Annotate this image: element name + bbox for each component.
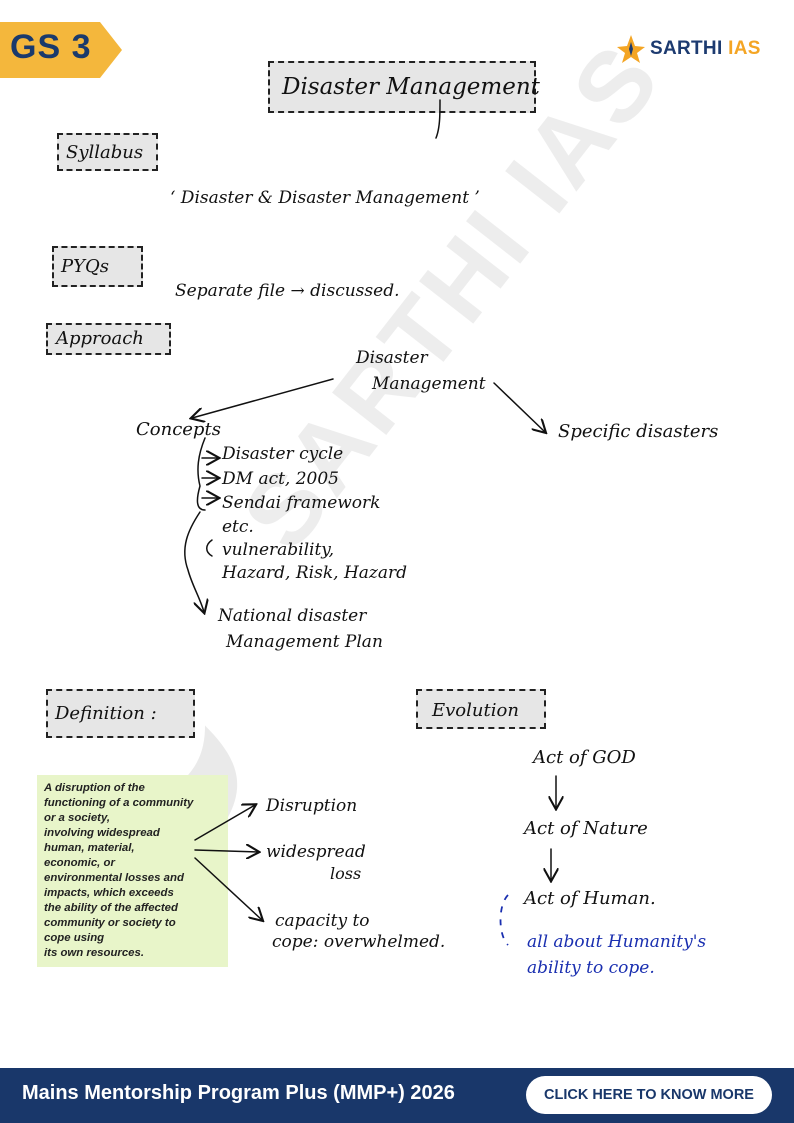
pyqs-label-box: PYQs bbox=[52, 246, 143, 287]
definition-label: Definition : bbox=[55, 703, 157, 724]
definition-line: A disruption of the bbox=[44, 782, 145, 794]
concept-item: vulnerability, bbox=[222, 540, 335, 560]
definition-line: economic, or bbox=[44, 857, 115, 869]
definition-point-loss: loss bbox=[330, 864, 362, 883]
pyqs-label: PYQs bbox=[61, 256, 109, 277]
approach-specific: Specific disasters bbox=[558, 421, 719, 442]
definition-line: impacts, which exceeds bbox=[44, 887, 174, 899]
definition-point-widespread: widespread bbox=[266, 842, 366, 862]
approach-label-box: Approach bbox=[46, 323, 171, 355]
definition-line: or a society, bbox=[44, 812, 111, 824]
concept-item: Hazard, Risk, Hazard bbox=[222, 563, 407, 583]
definition-line: environmental losses and bbox=[44, 872, 184, 884]
approach-root-line1: Disaster bbox=[356, 348, 428, 368]
concept-item: DM act, 2005 bbox=[222, 469, 339, 489]
definition-box: A disruption of the functioning of a com… bbox=[37, 775, 228, 967]
evolution-step: Act of Human. bbox=[524, 888, 656, 909]
definition-line: the ability of the affected bbox=[44, 902, 178, 914]
concept-item: Sendai framework bbox=[222, 493, 381, 513]
concept-item: Disaster cycle bbox=[222, 444, 344, 464]
definition-line: community or society to bbox=[44, 917, 176, 929]
star-flame-icon bbox=[617, 35, 645, 63]
footer-title: Mains Mentorship Program Plus (MMP+) 202… bbox=[22, 1082, 455, 1104]
syllabus-text: ‘ Disaster & Disaster Management ’ bbox=[170, 188, 480, 208]
evolution-step: Act of GOD bbox=[533, 747, 636, 768]
evolution-note-line2: ability to cope. bbox=[527, 958, 655, 978]
concept-item: Management Plan bbox=[226, 632, 383, 652]
title-box: Disaster Management bbox=[268, 61, 540, 113]
sarthi-ias-logo[interactable]: SARTHI IAS bbox=[616, 32, 776, 68]
footer-banner: Mains Mentorship Program Plus (MMP+) 202… bbox=[0, 1068, 794, 1123]
definition-point-capacity: capacity to bbox=[275, 911, 370, 931]
evolution-label-box: Evolution bbox=[416, 689, 546, 729]
syllabus-label-box: Syllabus bbox=[57, 133, 158, 171]
definition-line: human, material, bbox=[44, 842, 135, 854]
definition-line: functioning of a community bbox=[44, 797, 194, 809]
concept-item: National disaster bbox=[218, 606, 367, 626]
definition-point-cope: cope: overwhelmed. bbox=[272, 932, 446, 952]
pyqs-text: Separate file → discussed. bbox=[175, 281, 400, 301]
approach-label: Approach bbox=[56, 328, 144, 349]
definition-label-box: Definition : bbox=[46, 689, 195, 738]
approach-concepts: Concepts bbox=[136, 419, 221, 440]
evolution-note-line1: all about Humanity's bbox=[527, 932, 707, 952]
gs-badge: GS 3 bbox=[0, 22, 122, 78]
evolution-label: Evolution bbox=[432, 700, 519, 721]
definition-point-disruption: Disruption bbox=[266, 796, 358, 816]
definition-line: involving widespread bbox=[44, 827, 160, 839]
definition-line: its own resources. bbox=[44, 947, 145, 959]
approach-root-line2: Management bbox=[372, 374, 486, 394]
gs-badge-label: GS 3 bbox=[10, 28, 92, 66]
syllabus-label: Syllabus bbox=[66, 142, 144, 163]
know-more-button[interactable]: CLICK HERE TO KNOW MORE bbox=[526, 1076, 772, 1114]
concept-item: etc. bbox=[222, 517, 254, 537]
logo-text: SARTHI IAS bbox=[650, 38, 761, 59]
definition-line: cope using bbox=[44, 932, 105, 944]
evolution-step: Act of Nature bbox=[524, 818, 648, 839]
page-title: Disaster Management bbox=[282, 74, 540, 100]
